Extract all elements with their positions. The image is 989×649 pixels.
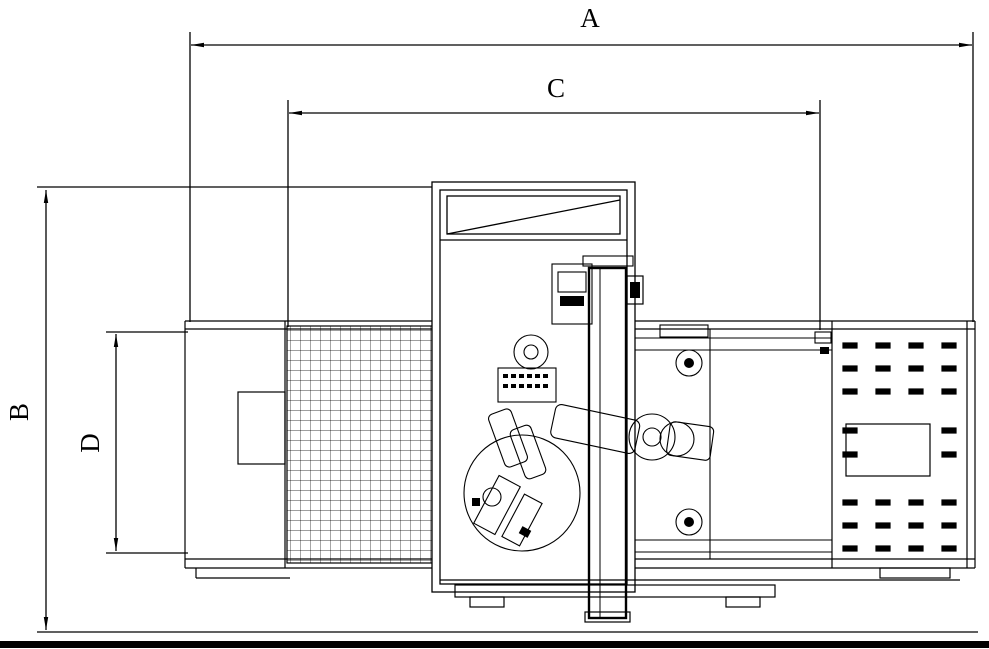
ground-bar <box>0 641 989 648</box>
dimension-a <box>189 32 974 322</box>
dimension-b <box>37 186 978 633</box>
vertical-slide <box>584 266 644 623</box>
right-bed-section <box>635 324 832 559</box>
dash-hole-pattern <box>842 342 957 552</box>
robot-assembly <box>463 334 715 552</box>
worktable-grid <box>286 325 433 564</box>
dimension-a-label: A <box>580 3 600 33</box>
dimension-c-label: C <box>547 73 565 103</box>
right-plate-fixture <box>831 321 968 568</box>
left-end-block <box>195 321 290 579</box>
dimension-b-label: B <box>4 403 34 421</box>
dimension-d-label: D <box>75 433 105 453</box>
control-panel-keys <box>503 374 548 388</box>
gantry-column <box>431 181 636 593</box>
machine-base <box>440 567 960 608</box>
swing-arc <box>463 434 581 552</box>
dimension-d <box>106 331 188 554</box>
carriage-detail <box>551 255 634 325</box>
dimension-c <box>287 100 821 330</box>
